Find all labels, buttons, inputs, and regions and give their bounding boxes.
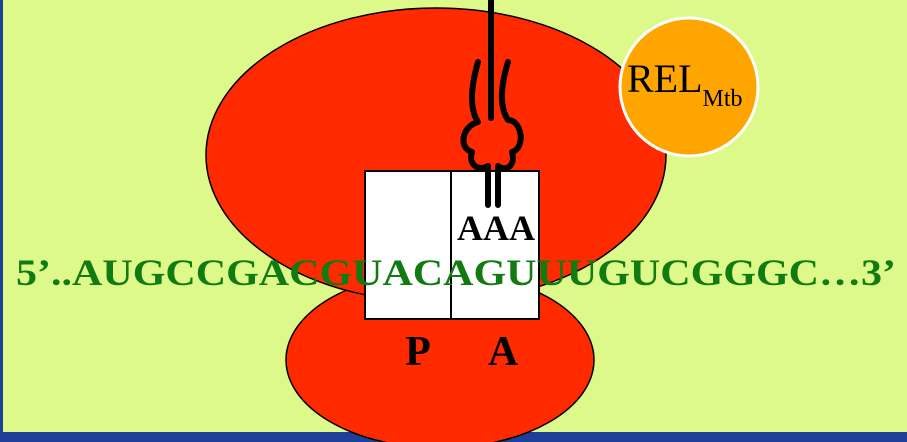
- p-site-label: P: [405, 329, 431, 375]
- rel-mtb-label: RELMtb: [627, 56, 743, 112]
- a-site-label: A: [488, 329, 519, 375]
- left-frame: [0, 0, 3, 442]
- trna-anticodon: AAA: [457, 208, 535, 248]
- rel-subscript: Mtb: [703, 86, 743, 112]
- trna-cloverleaf: [460, 0, 524, 208]
- mrna-sequence: 5’..AUGCCGACGUACAGUUUGUCGGGC…3’: [16, 253, 896, 294]
- rel-label: REL: [627, 56, 703, 101]
- p-site-box: [364, 170, 452, 320]
- rel-mtb-circle: [618, 16, 760, 158]
